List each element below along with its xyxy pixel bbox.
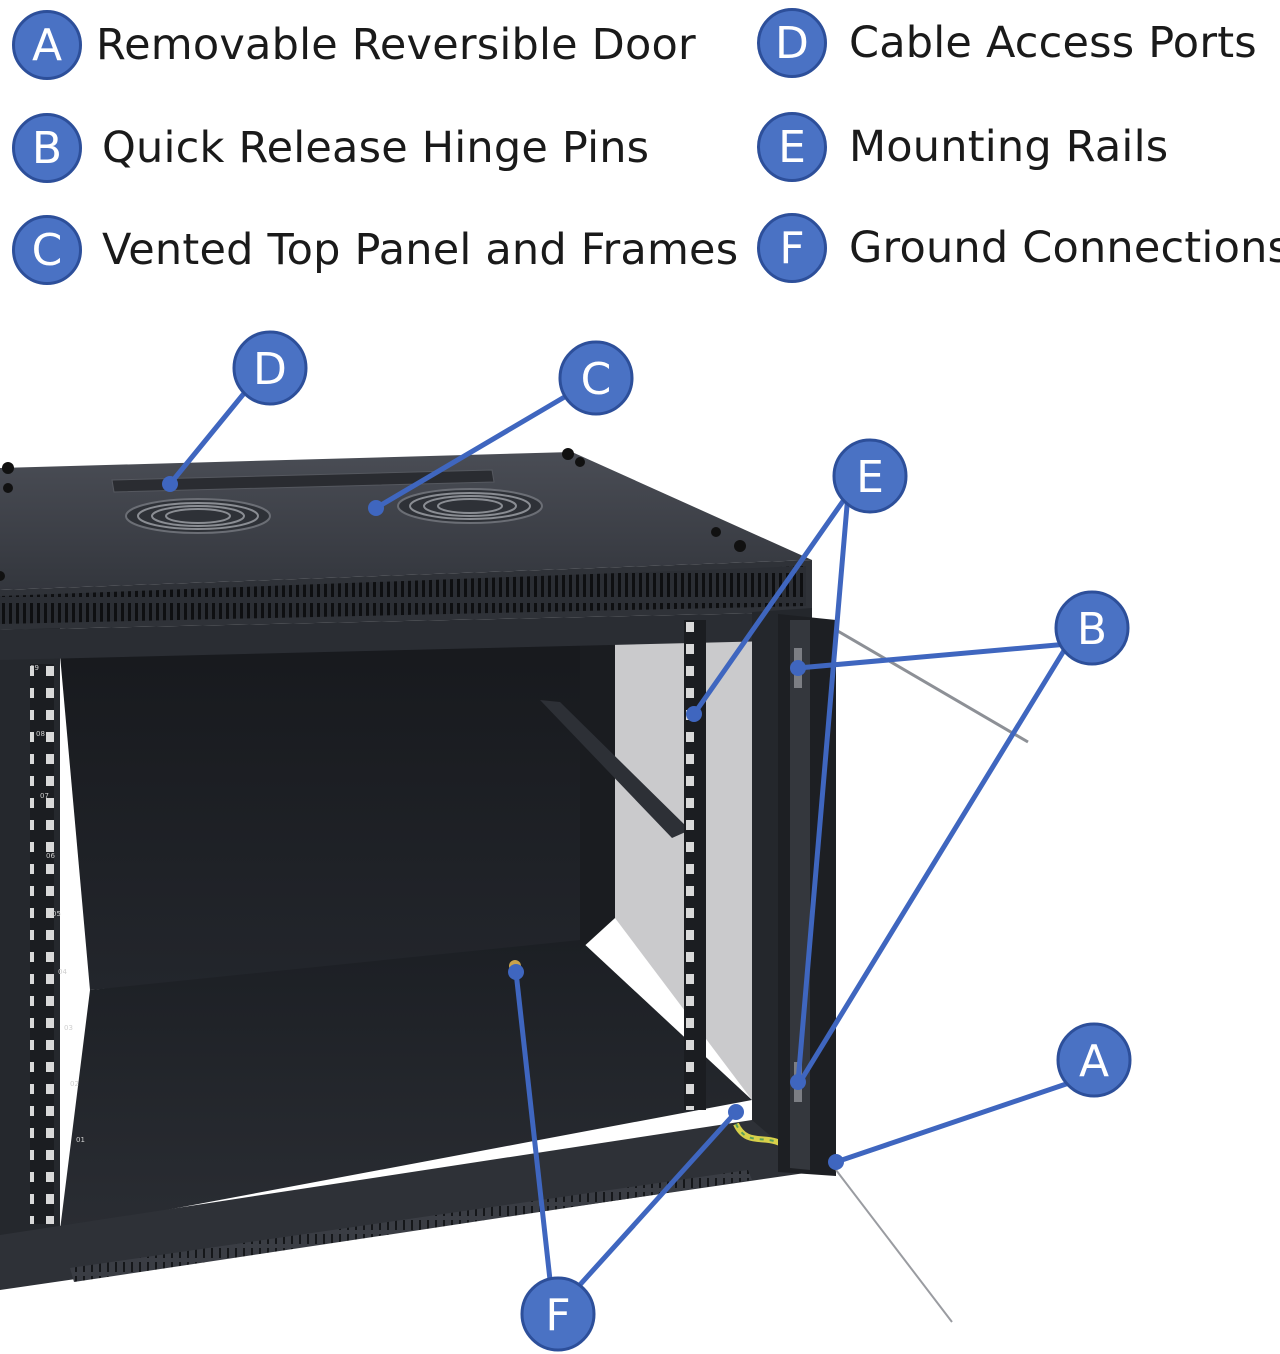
shelf-bracket	[540, 700, 690, 838]
callout-a: A	[1056, 1022, 1132, 1098]
leader-endpoints	[162, 476, 844, 1170]
legend-item-b: B Quick Release Hinge Pins	[12, 113, 649, 183]
right-mounting-rail	[684, 620, 706, 1110]
leader-line-e	[691, 491, 851, 717]
legend-label-f: Ground Connections	[849, 223, 1280, 273]
legend-label-d: Cable Access Ports	[849, 18, 1257, 68]
leader-lines	[167, 383, 1075, 1301]
legend-label-e: Mounting Rails	[849, 122, 1169, 172]
door-panel	[778, 614, 1029, 1323]
leader-line-f	[513, 969, 555, 1301]
left-mounting-rail	[30, 664, 54, 1224]
vent-fan-right	[397, 488, 543, 524]
callout-b: B	[1054, 590, 1130, 666]
legend-item-e: E Mounting Rails	[757, 112, 1168, 182]
leader-line-d	[167, 383, 253, 487]
badge-a: A	[12, 10, 82, 80]
callout-f-letter: F	[545, 1290, 570, 1341]
rail-number: 07	[40, 792, 49, 800]
callout-c-letter: C	[581, 354, 612, 405]
top-panel	[0, 448, 812, 630]
leader-line-b2	[797, 641, 1071, 1085]
rail-number: 09	[30, 664, 39, 672]
callout-c: C	[558, 340, 634, 416]
server-cabinet-diagram: 09 08 07 06 05 04 03 02 01	[0, 330, 1132, 1352]
leader-line-c	[373, 389, 576, 511]
rail-numbers: 09 08 07 06 05 04 03 02 01	[30, 664, 85, 1144]
rail-number: 01	[76, 1136, 85, 1144]
callout-e: E	[832, 438, 908, 514]
legend-label-b: Quick Release Hinge Pins	[102, 123, 650, 173]
callout-b-letter: B	[1077, 604, 1107, 655]
leader-line-f2	[565, 1109, 739, 1301]
callout-a-letter: A	[1079, 1036, 1109, 1087]
leader-line-e2	[795, 491, 851, 1085]
badge-c: C	[12, 215, 82, 285]
legend-label-c: Vented Top Panel and Frames	[102, 225, 739, 275]
rail-number: 08	[36, 730, 45, 738]
badge-f: F	[757, 213, 827, 283]
callout-d-letter: D	[253, 344, 287, 395]
rail-number: 02	[70, 1080, 79, 1088]
legend-label-a: Removable Reversible Door	[96, 20, 696, 70]
legend-item-c: C Vented Top Panel and Frames	[12, 215, 738, 285]
legend-item-f: F Ground Connections	[757, 213, 1280, 283]
rail-number: 06	[46, 852, 55, 860]
leader-line-b	[795, 641, 1071, 671]
callout-f: F	[520, 1276, 596, 1352]
vent-fan-left	[125, 498, 271, 534]
callout-d: D	[232, 330, 308, 406]
leader-line-a	[833, 1079, 1075, 1165]
rail-number: 04	[58, 968, 67, 976]
badge-e: E	[757, 112, 827, 182]
legend-item-a: A Removable Reversible Door	[12, 10, 696, 80]
callout-e-letter: E	[856, 452, 884, 503]
cable-access-slot	[111, 469, 495, 493]
rail-number: 03	[64, 1024, 73, 1032]
badge-d: D	[757, 8, 827, 78]
badge-b: B	[12, 113, 82, 183]
rail-number: 05	[52, 910, 61, 918]
legend-item-d: D Cable Access Ports	[757, 8, 1257, 78]
